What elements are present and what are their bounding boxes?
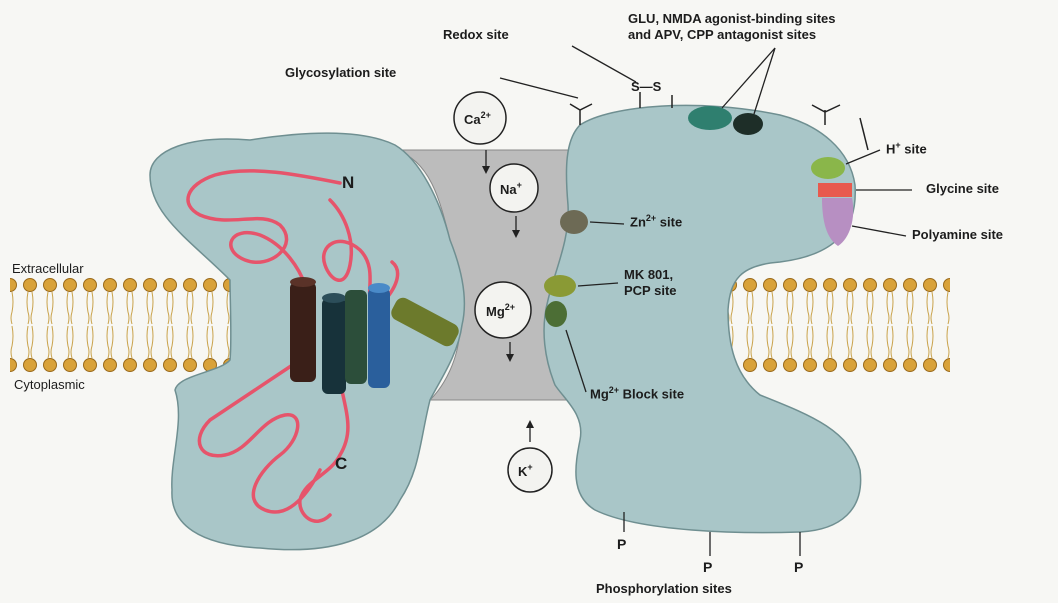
phospho-p-2: P: [703, 559, 712, 575]
helix-2: [322, 298, 346, 394]
phospho-p-3: P: [794, 559, 803, 575]
glycine-site-marker: [818, 183, 852, 197]
glycosylation-site-label: Glycosylation site: [285, 66, 396, 81]
disulfide-label: S—S: [631, 80, 661, 95]
mg-block-site-label: Mg2+ Block site: [590, 385, 684, 402]
helix-3: [345, 290, 367, 384]
helix-4: [368, 288, 390, 388]
mk801-label-line1: MK 801,: [624, 268, 673, 283]
glu-binding-label-line1: GLU, NMDA agonist-binding sites: [628, 12, 836, 27]
phospho-p-1: P: [617, 536, 626, 552]
polyamine-site-label: Polyamine site: [912, 228, 1003, 243]
glu-site-1: [688, 106, 732, 130]
mk801-site-marker: [544, 275, 576, 297]
mg-block-site-marker: [545, 301, 567, 327]
h-site-marker: [811, 157, 845, 179]
n-terminus-label: N: [342, 173, 354, 193]
glu-site-2: [733, 113, 763, 135]
helix-1: [290, 282, 316, 382]
glycine-site-label: Glycine site: [926, 182, 999, 197]
redox-site-label: Redox site: [443, 28, 509, 43]
phosphorylation-sites-label: Phosphorylation sites: [596, 582, 732, 597]
membrane-right: [728, 278, 950, 372]
zn-site-marker: [560, 210, 588, 234]
zn-site-label: Zn2+ site: [630, 213, 682, 230]
mk801-label-line2: PCP site: [624, 284, 677, 299]
ion-k: K+: [508, 420, 552, 492]
h-site-label: H+ site: [886, 140, 927, 157]
extracellular-label: Extracellular: [12, 262, 84, 277]
glu-binding-label-line2: and APV, CPP antagonist sites: [628, 28, 816, 43]
cytoplasmic-label: Cytoplasmic: [14, 378, 85, 393]
c-terminus-label: C: [335, 454, 347, 474]
